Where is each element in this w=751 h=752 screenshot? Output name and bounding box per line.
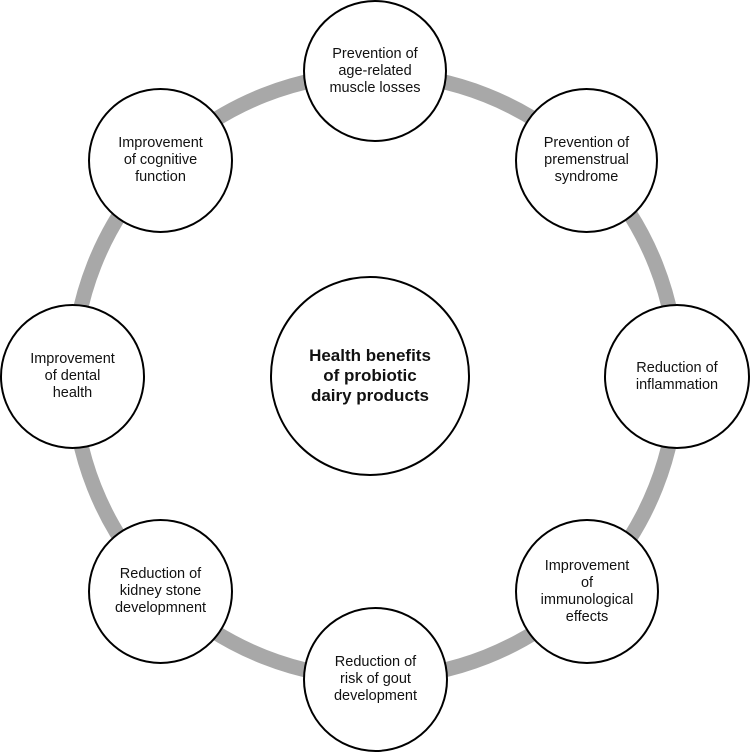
node-dental-health: Improvement of dental health <box>0 304 145 449</box>
node-inflammation-label: Reduction of inflammation <box>635 359 719 393</box>
node-inflammation: Reduction of inflammation <box>604 304 750 449</box>
node-cognitive-function: Improvement of cognitive function <box>88 88 233 233</box>
node-muscle-losses: Prevention of age-related muscle losses <box>303 0 447 142</box>
node-immunological-effects-label: Improvement of immunological effects <box>540 557 634 625</box>
node-immunological-effects: Improvement of immunological effects <box>515 519 659 664</box>
node-dental-health-label: Improvement of dental health <box>30 351 115 401</box>
node-kidney-stone: Reduction of kidney stone developmnent <box>88 519 233 664</box>
center-circle: Health benefits of probiotic dairy produ… <box>270 276 470 476</box>
node-cognitive-function-label: Improvement of cognitive function <box>118 135 203 185</box>
node-gout-risk-label: Reduction of risk of gout development <box>333 654 418 704</box>
node-gout-risk: Reduction of risk of gout development <box>303 607 448 752</box>
node-premenstrual-syndrome: Prevention of premenstrual syndrome <box>515 88 658 233</box>
node-premenstrual-syndrome-label: Prevention of premenstrual syndrome <box>543 135 630 185</box>
center-label: Health benefits of probiotic dairy produ… <box>309 346 431 405</box>
node-muscle-losses-label: Prevention of age-related muscle losses <box>329 45 421 96</box>
node-kidney-stone-label: Reduction of kidney stone developmnent <box>114 566 207 616</box>
